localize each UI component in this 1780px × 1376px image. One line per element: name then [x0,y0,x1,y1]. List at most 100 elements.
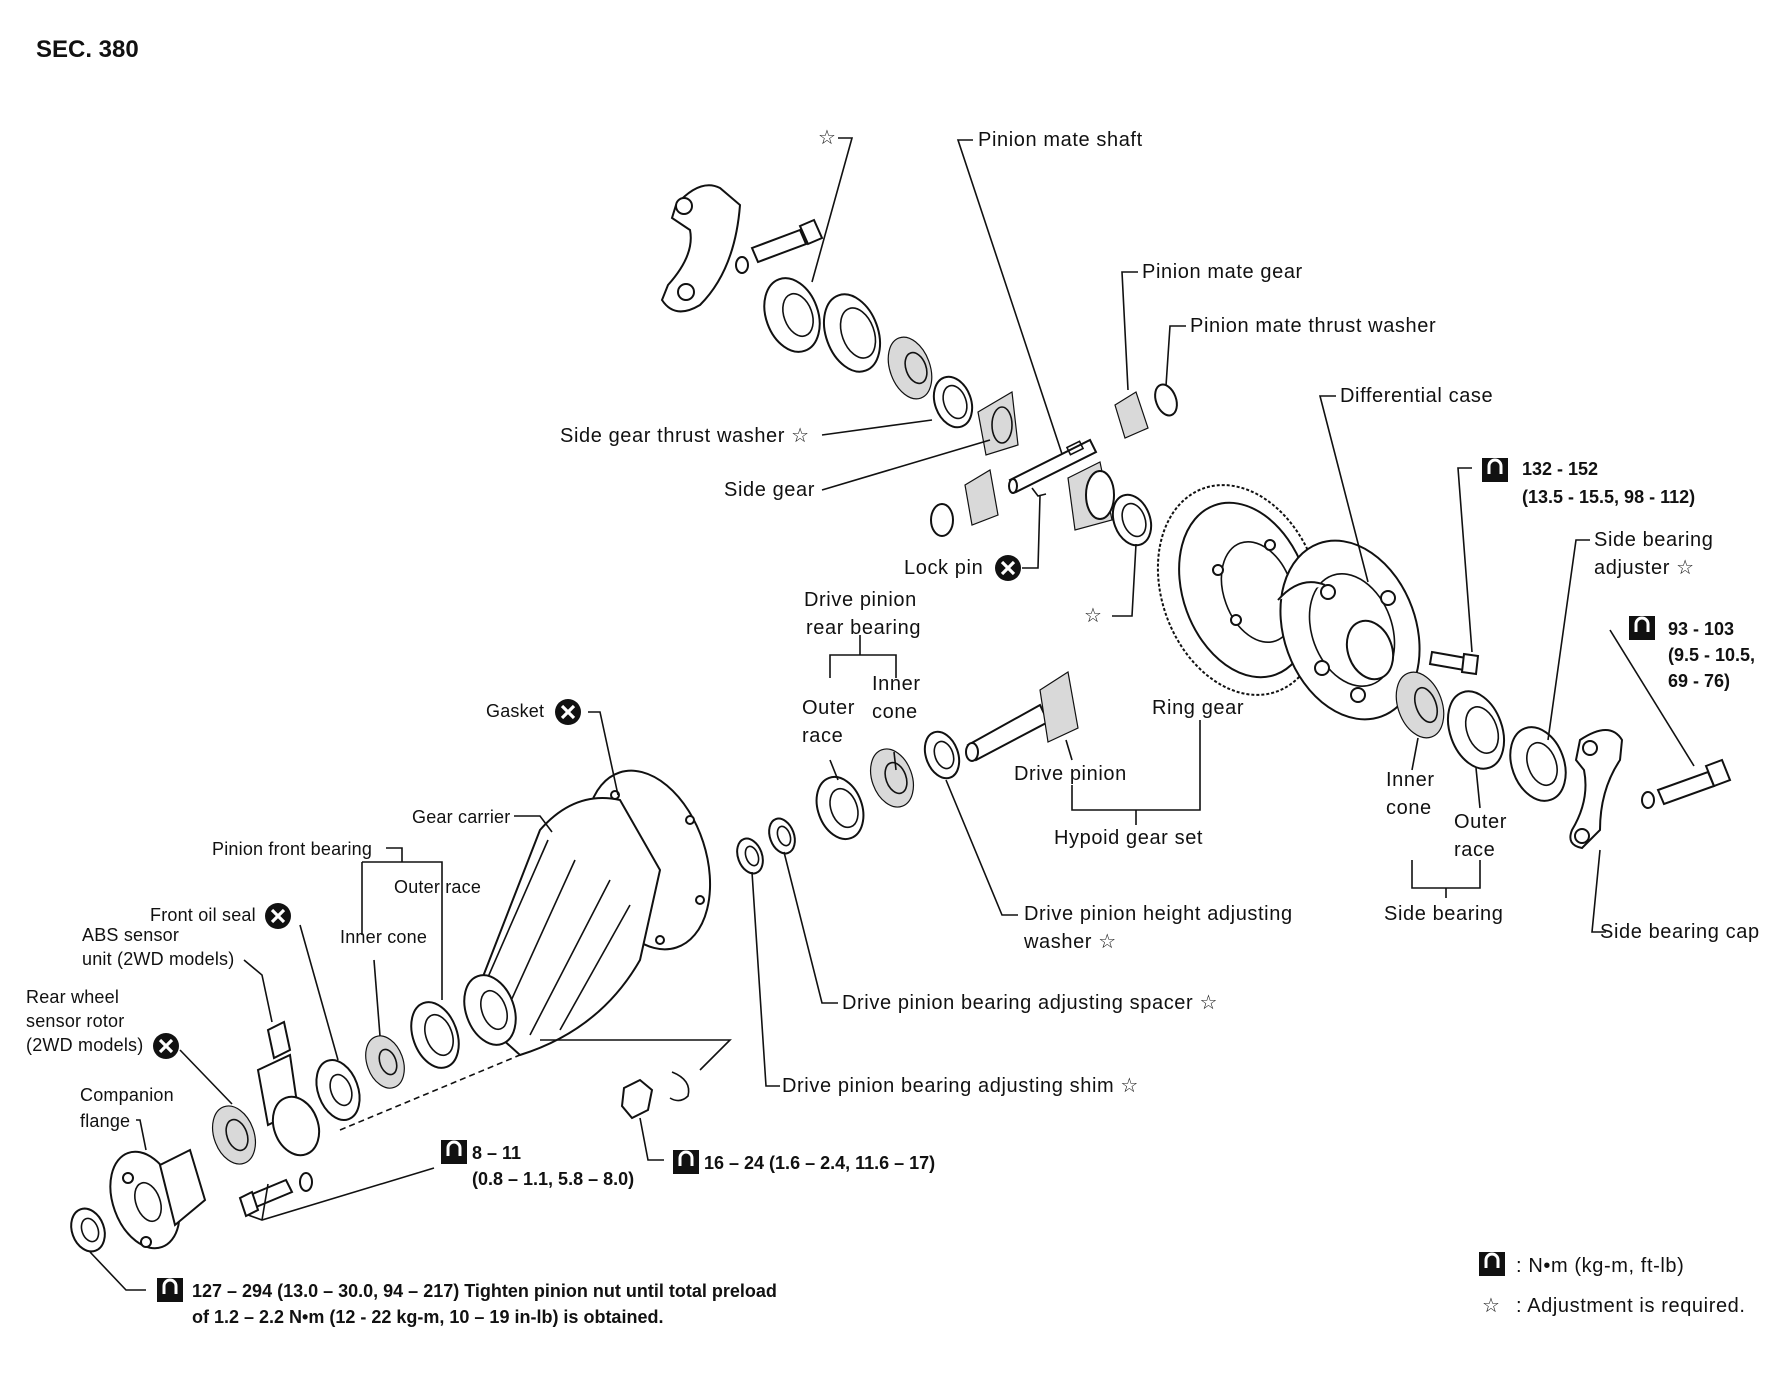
side-bearing-inner-cone-right [1395,671,1445,739]
leader-lines [89,137,1695,1291]
replace-x-icon [553,697,583,727]
label-torque-side-cap-2: (13.5 - 15.5, 98 - 112) [1522,487,1696,507]
differential-case [1277,539,1421,721]
label-rear-wheel-sensor-rotor-2: sensor rotor [26,1011,125,1031]
pinion-mate-gear-lower [930,469,999,537]
label-inner-cone-rear-1: Inner [872,673,921,695]
label-rear-wheel-sensor-rotor-1: Rear wheel [26,987,120,1007]
side-bearing-cap-left [660,184,742,313]
label-torque-pinion-nut-1: 127 – 294 (13.0 – 30.0, 94 – 217) Tighte… [192,1281,777,1301]
legend-torque-text: : N•m (kg-m, ft-lb) [1516,1255,1685,1277]
side-bearing-inner-cone-left [887,336,933,400]
side-gear-thrust-washer-left [932,375,974,429]
label-outer-race-side-2: race [1454,839,1496,861]
label-drive-pinion-rear-bearing-1: Drive pinion [804,589,917,611]
label-torque-cap-bolt-1: 93 - 103 [1668,619,1735,639]
side-gear-left [977,391,1019,456]
pinion-front-bearing-inner-cone [365,1035,405,1089]
torque-wrench-icon [1477,1250,1507,1278]
carrier-nut [620,1071,690,1120]
label-inner-cone-side-1: Inner [1386,769,1435,791]
drive-pinion-rear-bearing-inner-cone [869,748,915,808]
label-torque-nut: 16 – 24 (1.6 – 2.4, 11.6 – 17) [704,1153,936,1173]
front-oil-seal [315,1059,361,1121]
drive-pinion [965,671,1079,762]
label-torque-cap-bolt-2: (9.5 - 10.5, [1668,645,1756,665]
side-bearing-cap-right [1569,729,1624,850]
label-side-gear: Side gear [724,479,816,501]
label-side-bearing: Side bearing [1384,903,1504,925]
label-pinion-mate-gear: Pinion mate gear [1142,261,1303,283]
side-bearing-adjuster-left [763,277,821,353]
label-side-bearing-cap: Side bearing cap [1600,921,1760,943]
label-drive-pinion-height-washer-2: washer ☆ [1024,931,1117,953]
label-pinion-front-bearing: Pinion front bearing [212,839,373,859]
label-drive-pinion-rear-bearing-2: rear bearing [806,617,922,639]
label-pinion-mate-thrust-washer: Pinion mate thrust washer [1190,315,1437,337]
abs-sensor-unit [256,1020,321,1157]
label-side-gear-thrust-washer: Side gear thrust washer ☆ [560,425,810,447]
pinion-mate-thrust-washer [1154,383,1178,417]
label-rear-wheel-sensor-rotor-3: (2WD models) [26,1035,144,1055]
label-outer-race-front: Outer race [394,877,482,897]
pinion-front-bearing-outer-race [410,1001,460,1069]
label-abs-sensor-2: unit (2WD models) [82,949,235,969]
label-drive-pinion-bearing-spacer: Drive pinion bearing adjusting spacer ☆ [842,992,1218,1014]
drive-pinion-height-adjusting-washer [923,730,961,780]
section-title: SEC. 380 [36,36,139,63]
label-inner-cone-front: Inner cone [340,927,428,947]
label-inner-cone-rear-2: cone [872,701,918,723]
side-bearing-outer-race-left [822,293,882,373]
torque-wrench-icon [439,1138,469,1166]
label-drive-pinion-height-washer-1: Drive pinion height adjusting [1024,903,1293,925]
pinion-mate-shaft [1008,438,1098,497]
label-front-oil-seal: Front oil seal [150,905,256,925]
drive-pinion-rear-bearing-outer-race [815,776,865,840]
torque-wrench-icon [1480,456,1510,484]
label-pinion-mate-shaft: Pinion mate shaft [978,129,1143,151]
drive-pinion-bearing-adjusting-spacer [768,817,796,855]
torque-wrench-icon [671,1148,701,1176]
replace-x-icon [263,901,293,931]
drive-pinion-bearing-adjusting-shim [736,837,764,875]
replace-x-icon [993,553,1023,583]
side-cap-bolt-right [1428,650,1480,676]
label-torque-carrier-bolts-2: (0.8 – 1.1, 5.8 – 8.0) [472,1169,635,1189]
ring-gear [1156,484,1324,696]
label-abs-sensor-1: ABS sensor [82,925,180,945]
label-gear-carrier: Gear carrier [412,807,511,827]
side-gear-thrust-washer-right [1111,493,1153,547]
label-side-bearing-adjuster-2: adjuster ☆ [1594,557,1695,579]
label-torque-cap-bolt-3: 69 - 76) [1668,671,1731,691]
side-bearing-adjuster-right [1509,726,1567,802]
legend-star-icon: ☆ [1482,1295,1501,1317]
label-companion-flange-1: Companion [80,1085,174,1105]
label-outer-race-rear-1: Outer [802,697,856,719]
label-star-mid: ☆ [1084,605,1103,627]
label-gasket: Gasket [486,701,545,721]
carrier-bolt [238,1172,313,1218]
gear-carrier [463,769,712,1057]
label-ring-gear: Ring gear [1152,697,1245,719]
torque-wrench-icon [1627,614,1657,642]
label-torque-side-cap-1: 132 - 152 [1522,459,1599,479]
pinion-mate-gear-upper [1114,391,1149,439]
label-lock-pin: Lock pin [904,557,984,579]
label-side-bearing-adjuster-1: Side bearing [1594,529,1714,551]
label-drive-pinion: Drive pinion [1014,763,1127,785]
side-bearing-outer-race-right [1446,690,1506,770]
label-inner-cone-side-2: cone [1386,797,1432,819]
label-torque-carrier-bolts-1: 8 – 11 [472,1143,522,1163]
label-companion-flange-2: flange [80,1111,131,1131]
replace-x-icon [151,1031,181,1061]
rear-wheel-sensor-rotor [211,1105,257,1165]
label-differential-case: Differential case [1340,385,1494,407]
label-drive-pinion-bearing-shim: Drive pinion bearing adjusting shim ☆ [782,1075,1139,1097]
side-bearing-cap-bolt-left [735,218,824,274]
label-outer-race-side-1: Outer [1454,811,1508,833]
companion-flange [109,1148,207,1250]
side-gear-right [1067,461,1115,531]
side-bearing-cap-bolt-right [1641,758,1732,809]
label-torque-pinion-nut-2: of 1.2 – 2.2 N•m (12 - 22 kg-m, 10 – 19 … [192,1307,664,1327]
